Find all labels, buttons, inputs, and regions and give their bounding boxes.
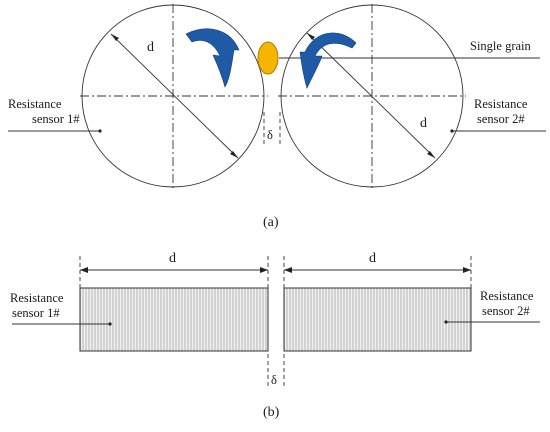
sensor-left-label-line2: sensor 1#	[32, 112, 80, 126]
caption-b: (b)	[263, 405, 280, 420]
single-grain	[257, 41, 279, 75]
gap-label-a: δ	[267, 128, 273, 142]
sensor-right-leader-dot	[450, 129, 454, 133]
right-diameter-arrowhead-start	[307, 33, 315, 40]
dimension-left-arrow-start	[80, 267, 88, 273]
sensor-left-label-line1: Resistance	[8, 97, 62, 111]
sensor-right-leader-b-dot	[444, 320, 448, 324]
sensor-right-label-line2: sensor 2#	[477, 112, 525, 126]
sensor-right-bar	[283, 287, 472, 352]
left-diameter-line	[110, 33, 239, 159]
sensor-right-label-b-line2: sensor 2#	[482, 304, 530, 318]
sensor-left-bar	[79, 287, 269, 352]
width-label-left: d	[169, 251, 176, 266]
panel-b: d d δ Resistance sensor 1# Resistance se…	[10, 251, 540, 420]
sensor-left-label-b-line2: sensor 1#	[12, 306, 60, 320]
dimension-left-arrow-end	[260, 267, 268, 273]
dimension-right-arrow-end	[463, 267, 471, 273]
rotation-arrow-right-icon	[299, 32, 357, 89]
gap-label-b: δ	[271, 373, 277, 387]
right-diameter-line	[306, 32, 436, 159]
grain-label: Single grain	[470, 39, 532, 53]
panel-a: d d δ Single grain Resistance sensor 1# …	[8, 4, 546, 230]
sensor-right-label-line1: Resistance	[474, 97, 528, 111]
rotation-arrow-left-icon	[185, 28, 240, 88]
width-label-right: d	[369, 251, 376, 266]
dimension-right-arrow-start	[284, 267, 292, 273]
diameter-label-left: d	[147, 40, 154, 55]
sensor-left-label-b-line1: Resistance	[10, 291, 64, 305]
right-diameter-arrowhead-end	[427, 151, 435, 158]
diameter-label-right: d	[420, 116, 427, 131]
left-diameter-arrowhead-start	[111, 34, 119, 41]
sensor-left-leader-dot	[98, 129, 102, 133]
sensor-left-leader-b-dot	[108, 322, 112, 326]
caption-a: (a)	[263, 215, 279, 230]
left-diameter-arrowhead-end	[230, 151, 238, 158]
sensor-right-label-b-line1: Resistance	[480, 289, 534, 303]
